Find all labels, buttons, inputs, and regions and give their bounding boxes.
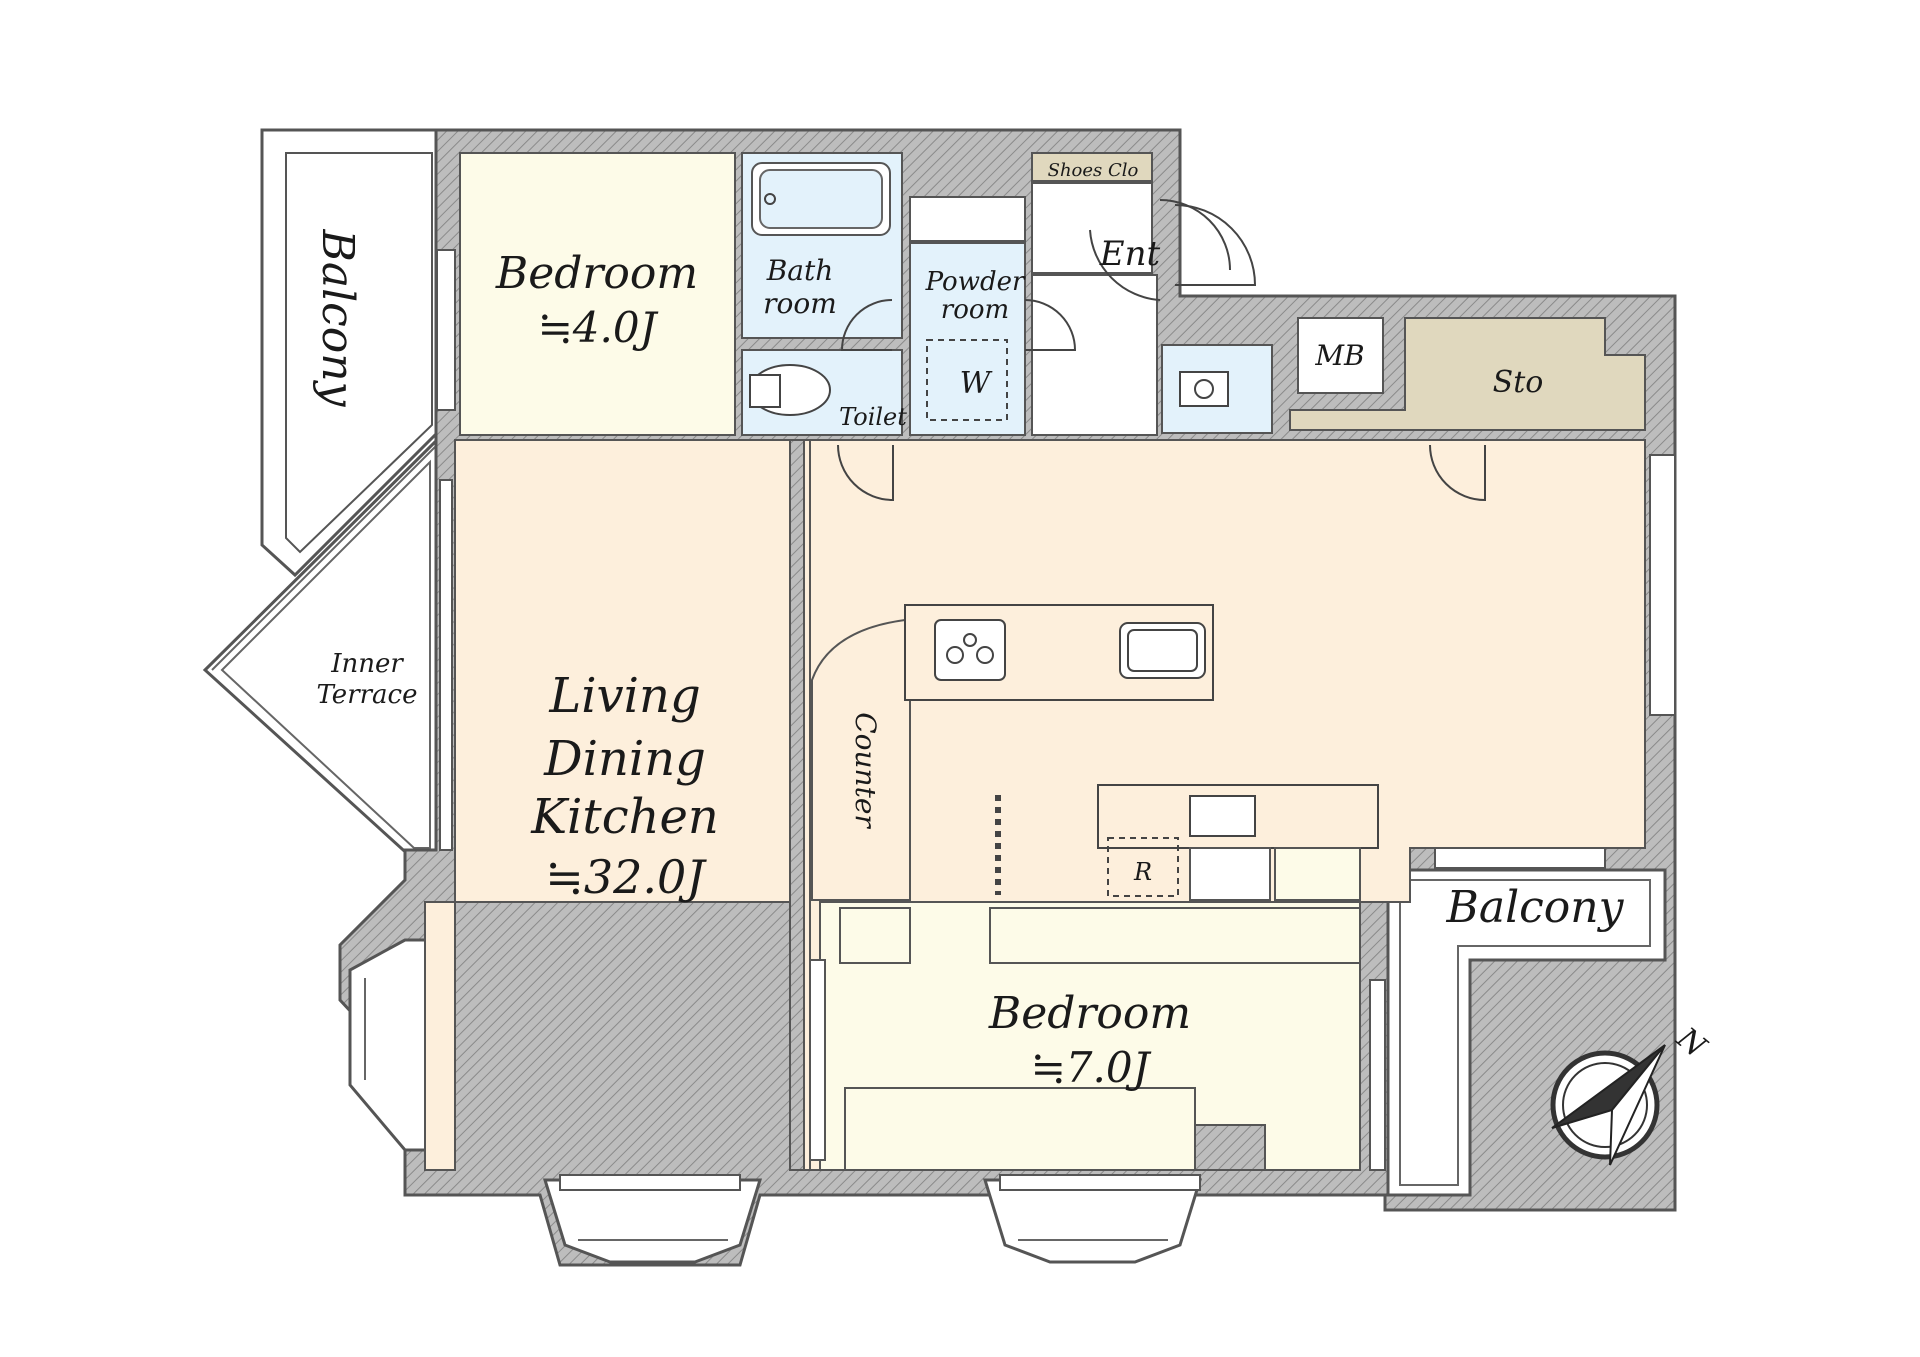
bedroom-small-name: Bedroom bbox=[495, 248, 698, 299]
corridor bbox=[1031, 274, 1158, 436]
bedroom-small-size: ≒4.0J bbox=[538, 303, 659, 352]
counter-label: Counter bbox=[849, 712, 882, 829]
inner-terrace-label-1: Inner bbox=[330, 649, 404, 679]
inner-terrace-label-2: Terrace bbox=[316, 680, 417, 710]
ldk-size: ≒32.0J bbox=[545, 850, 707, 904]
ldk-label-3: Kitchen bbox=[530, 789, 719, 845]
inner-terrace bbox=[202, 433, 442, 860]
powder-label-1: Powder bbox=[925, 267, 1026, 297]
balcony-left-label: Balcony bbox=[312, 229, 363, 408]
entrance bbox=[1031, 182, 1153, 274]
storage bbox=[1289, 317, 1646, 431]
storage-label: Sto bbox=[1493, 365, 1544, 400]
ldk-label-2: Dining bbox=[543, 731, 706, 787]
doors bbox=[837, 199, 1486, 502]
washer-space bbox=[926, 339, 1008, 421]
ldk-label-1: Living bbox=[548, 668, 700, 724]
balcony-right bbox=[1386, 868, 1667, 1197]
bedroom-large-size: ≒7.0J bbox=[1031, 1043, 1152, 1092]
shoes-label: Shoes Clo bbox=[1048, 160, 1139, 181]
shoes-closet bbox=[1031, 152, 1153, 182]
bath-label-2: room bbox=[763, 287, 837, 320]
bay-window-left bbox=[348, 938, 432, 1152]
bath-label-1: Bath bbox=[766, 254, 834, 287]
sink-icon bbox=[1119, 622, 1206, 679]
powder-label-2: room bbox=[941, 295, 1009, 325]
toilet-label: Toilet bbox=[839, 403, 907, 431]
meter-box bbox=[1297, 317, 1384, 394]
fridge-label: R bbox=[1133, 858, 1152, 886]
mb-label: MB bbox=[1314, 339, 1364, 372]
fridge-space bbox=[1107, 837, 1179, 897]
compass bbox=[1550, 1044, 1666, 1166]
washer-label: W bbox=[960, 366, 993, 401]
balcony-left bbox=[260, 128, 442, 578]
bay-window-bottom-left bbox=[542, 1178, 763, 1264]
windows bbox=[436, 249, 1676, 1191]
stove-icon bbox=[934, 619, 1006, 681]
balcony-right-label: Balcony bbox=[1446, 882, 1625, 933]
bay-window-bottom-right bbox=[982, 1178, 1203, 1264]
bedroom-small bbox=[459, 152, 736, 436]
entrance-label: Ent bbox=[1099, 234, 1161, 274]
bedroom-large-name: Bedroom bbox=[988, 988, 1191, 1039]
